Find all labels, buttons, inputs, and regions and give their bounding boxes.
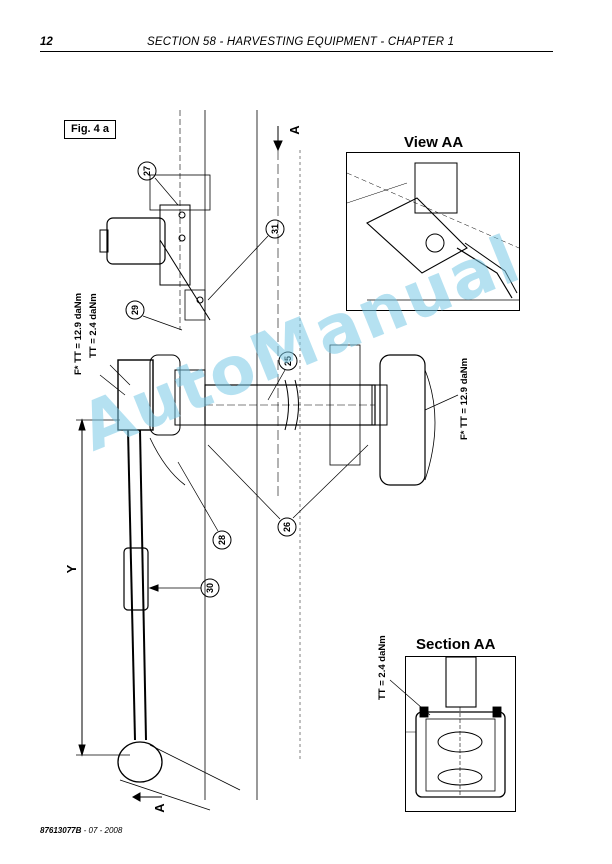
section-aa-box xyxy=(405,656,516,812)
section-aa-title: Section AA xyxy=(416,636,496,653)
view-aa-title: View AA xyxy=(404,134,464,151)
dimension-y-label: Y xyxy=(64,564,79,573)
section-marker-bottom: A xyxy=(152,803,167,813)
footer-date: - 07 - 2008 xyxy=(83,826,123,835)
section-marker-top: A xyxy=(287,125,302,135)
header-rule xyxy=(40,51,553,52)
callout-25: 25 xyxy=(283,356,293,366)
callout-30: 30 xyxy=(205,583,215,593)
section-aa-torque-leader: TT = 2.4 daNm xyxy=(377,635,431,716)
footer-doc-code: 87613077B xyxy=(40,826,82,835)
torque-label-left-1: F* TT = 12.9 daNm xyxy=(73,293,84,375)
callout-27: 27 xyxy=(142,166,152,176)
callout-29: 29 xyxy=(130,305,140,315)
callout-31: 31 xyxy=(270,224,280,234)
callout-28: 28 xyxy=(217,535,227,545)
torque-label-left-2: TT = 2.4 daNm xyxy=(88,293,99,358)
section-aa-drawing xyxy=(406,657,506,798)
footer: 87613077B - 07 - 2008 xyxy=(40,826,122,835)
page-number: 12 xyxy=(40,36,53,48)
torque-label-right: F* TT = 12.9 daNm xyxy=(459,358,470,440)
view-aa-drawing xyxy=(347,162,519,301)
callout-26: 26 xyxy=(282,522,292,532)
section-aa-torque-label: TT = 2.4 daNm xyxy=(377,635,388,700)
section-title: SECTION 58 - HARVESTING EQUIPMENT - CHAP… xyxy=(147,36,455,48)
view-aa-box xyxy=(346,152,520,311)
figure-label: Fig. 4 a xyxy=(64,120,116,139)
